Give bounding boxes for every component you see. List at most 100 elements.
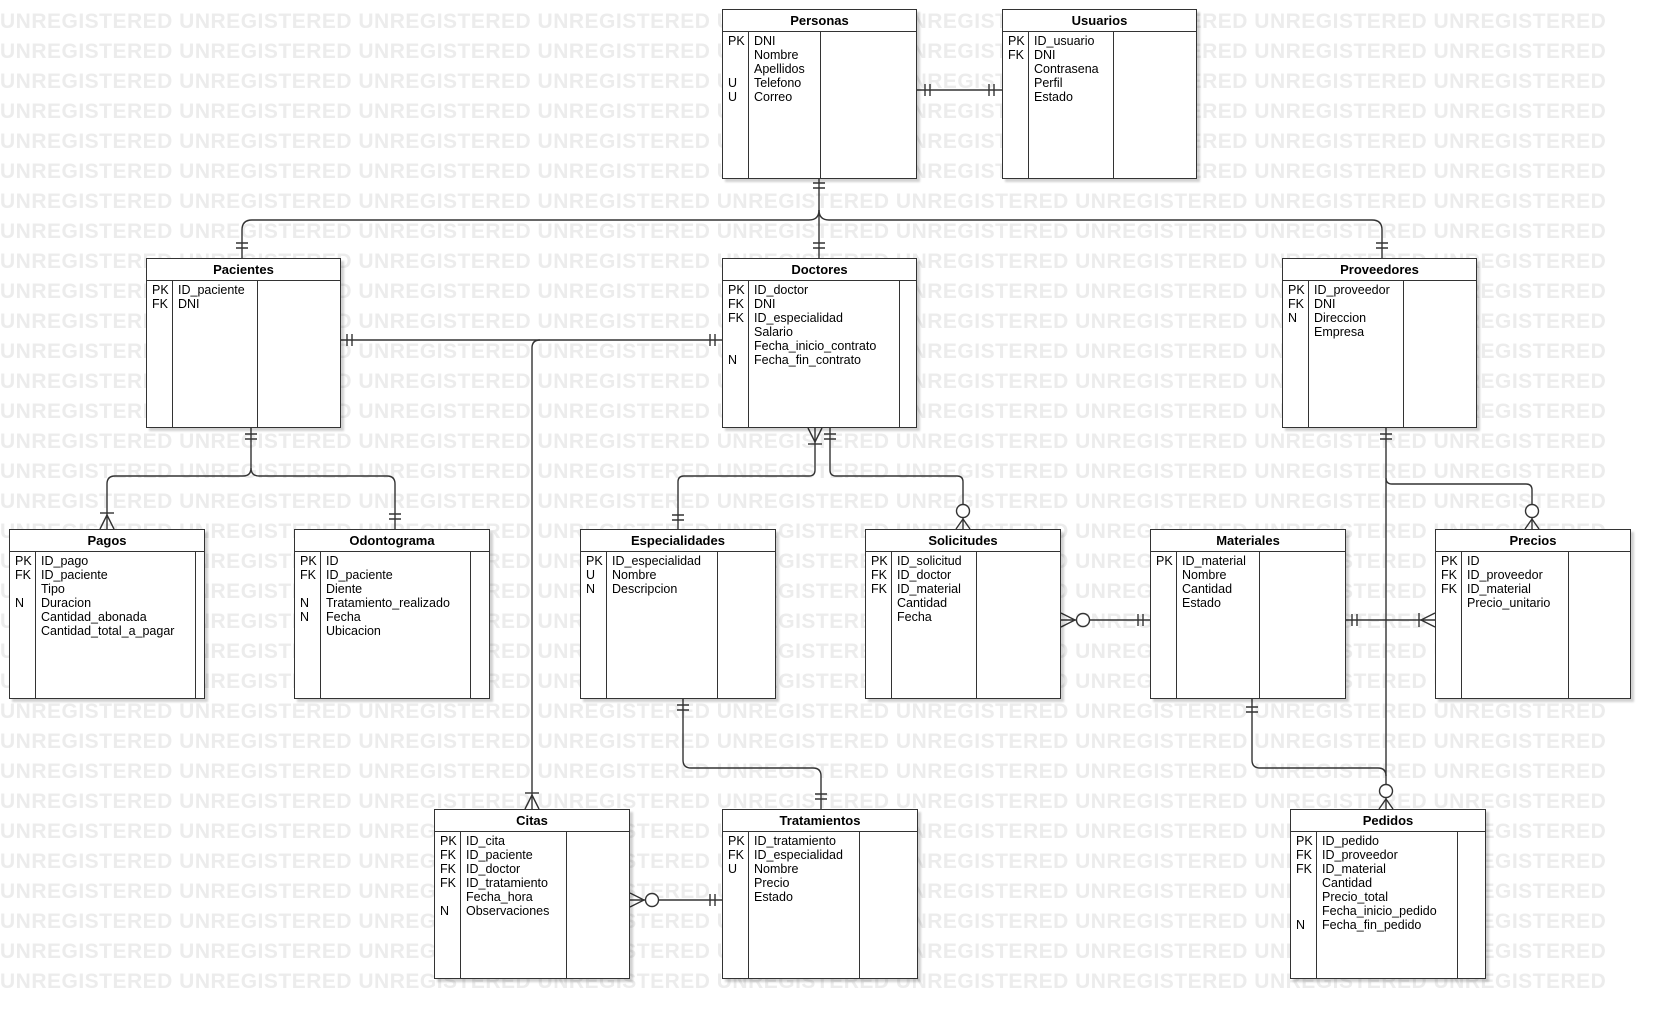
one-marker	[236, 242, 248, 249]
attribute-key-marker: PK	[1296, 834, 1313, 848]
attribute-name: ID_paciente	[326, 568, 393, 582]
attribute-key-marker	[1003, 76, 1028, 90]
attribute-key-marker: N	[1296, 918, 1306, 932]
one-marker	[245, 433, 257, 440]
attribute-key-marker	[1151, 596, 1176, 610]
attribute-name: ID_proveedor	[1322, 848, 1398, 862]
one-marker	[1246, 706, 1258, 713]
attribute-key-marker	[723, 890, 748, 904]
attribute-key-marker: U	[728, 90, 738, 104]
attribute-key-marker: FK	[1441, 582, 1457, 596]
attribute-name: DNI	[1034, 48, 1056, 62]
many-marker	[1420, 612, 1436, 628]
attribute-key-marker	[723, 325, 748, 339]
attribute-key-marker: FK	[15, 568, 31, 582]
attribute-name: Descripcion	[612, 582, 678, 596]
attribute-key-marker: FK	[300, 568, 316, 582]
attribute-key-marker: PK	[152, 283, 169, 297]
attribute-key-marker: FK	[871, 582, 887, 596]
attribute-key-marker	[1003, 62, 1028, 76]
attribute-name: ID_proveedor	[1314, 283, 1390, 297]
attribute-name: ID_usuario	[1034, 34, 1095, 48]
attribute-name: Cantidad	[1322, 876, 1373, 890]
line-materiales-pedidos	[1251, 699, 1387, 777]
attribute-name: ID_cita	[466, 834, 505, 848]
entity-title: Citas	[435, 810, 629, 832]
attribute-key-marker	[866, 596, 891, 610]
one-marker	[1380, 433, 1392, 440]
attribute-name: Nombre	[612, 568, 657, 582]
attribute-key-marker: PK	[440, 834, 457, 848]
attribute-key-marker: PK	[15, 554, 32, 568]
attribute-name: ID_doctor	[897, 568, 952, 582]
one-marker	[815, 793, 827, 800]
attribute-key-marker: FK	[1441, 568, 1457, 582]
attribute-name: DNI	[754, 297, 776, 311]
attribute-name: Contrasena	[1034, 62, 1099, 76]
attribute-name: Direccion	[1314, 311, 1367, 325]
attribute-name: ID_solicitud	[897, 554, 962, 568]
attribute-key-marker: FK	[1296, 848, 1312, 862]
attribute-name: Tipo	[41, 582, 65, 596]
attribute-key-marker: PK	[586, 554, 603, 568]
attribute-name: DNI	[178, 297, 200, 311]
entity-title: Pacientes	[147, 259, 340, 281]
one-marker	[709, 334, 716, 346]
attribute-key-marker: FK	[728, 848, 744, 862]
attribute-key-marker: N	[15, 596, 25, 610]
attribute-name: ID_material	[1467, 582, 1531, 596]
attribute-key-marker: FK	[871, 568, 887, 582]
attribute-key-marker: U	[728, 76, 738, 90]
entity-title: Pedidos	[1291, 810, 1485, 832]
attribute-key-marker: U	[728, 862, 738, 876]
many-marker	[955, 518, 971, 530]
one-marker	[924, 84, 931, 96]
attribute-name: Fecha_inicio_pedido	[1322, 904, 1437, 918]
attribute-key-marker: FK	[152, 297, 168, 311]
attribute-name: ID_especialidad	[754, 848, 843, 862]
attribute-key-marker: FK	[728, 311, 744, 325]
attribute-key-marker	[1151, 568, 1176, 582]
attribute-name: ID_pedido	[1322, 834, 1379, 848]
one-marker	[709, 894, 716, 906]
attribute-name: Precio	[754, 876, 790, 890]
zero-marker	[1524, 503, 1540, 519]
entity-title: Especialidades	[581, 530, 775, 552]
attribute-name: ID_paciente	[41, 568, 108, 582]
attribute-key-marker: PK	[728, 34, 745, 48]
attribute-key-marker: N	[586, 582, 596, 596]
attribute-name: ID_doctor	[466, 862, 521, 876]
key-column: PK	[1151, 552, 1177, 698]
attribute-name: ID	[1467, 554, 1480, 568]
attribute-key-marker	[723, 48, 748, 62]
one-marker	[813, 242, 825, 249]
entity-title: Proveedores	[1283, 259, 1476, 281]
attribute-key-marker	[1151, 582, 1176, 596]
attribute-name: Fecha_fin_contrato	[754, 353, 862, 367]
attribute-key-marker	[866, 610, 891, 624]
attribute-key-marker: N	[300, 596, 310, 610]
many-marker	[807, 427, 823, 443]
attribute-name: Precio_total	[1322, 890, 1389, 904]
